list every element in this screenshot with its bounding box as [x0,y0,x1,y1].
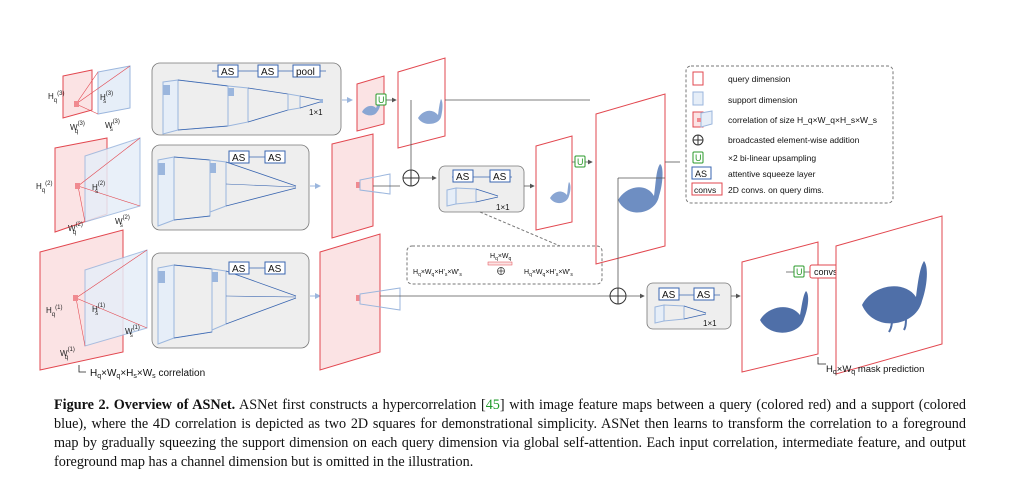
fusion2-as1: AS [662,290,676,301]
broadcast-left: Hq×Wq×H's×W's [413,269,462,278]
wq3-label: W(3)q [70,121,85,135]
upsample-1 [375,93,387,106]
oplus-1 [402,169,420,187]
fusion-block-2: AS AS 1×1 [646,282,732,330]
broadcast-right: Hq×Wq×H's×W's [524,269,573,278]
input-correlation-level1: Hq(1) W(1)q H(1)s W(1)s [39,229,148,371]
mask-prediction [835,215,943,375]
legend-item-4: ×2 bi-linear upsampling [728,153,816,163]
block2-as1: AS [232,153,246,164]
legend-item-1: support dimension [728,95,798,105]
svg-text:1×1: 1×1 [496,203,510,212]
svg-text:AS: AS [695,169,707,179]
svg-text:1×1: 1×1 [703,319,717,328]
feature-map-level2 [331,133,391,239]
legend-item-5: attentive squeeze layer [728,169,816,179]
broadcast-top: Hq×Wq [490,253,512,262]
wq2-label: W(2)q [68,222,83,236]
squeeze-block-level3: 1×1 AS AS pool [151,62,342,136]
mask-label: Hq×Wq mask prediction [826,364,924,376]
block1-as2: AS [261,67,275,78]
correlation-size-label: Hq×Wq×Hs×Ws correlation [90,368,205,380]
svg-text:convs: convs [814,267,838,277]
block3-as1: AS [232,264,246,275]
upsample-3 [793,265,805,278]
upsampled-map-level2 [595,93,666,265]
input-correlation-level2: Hq(2) W(2)q H(2)s W(2)s [36,137,141,236]
ws2-label: W(2)s [115,215,130,229]
fusion1-as2: AS [493,172,507,183]
legend-item-2: correlation of size H_q×W_q×H_s×W_s [728,115,877,125]
caption-label: Figure 2. Overview of ASNet. [54,397,236,413]
svg-text:U: U [577,157,584,167]
feature-map-fused-2 [535,135,573,231]
upsample-2 [574,155,586,168]
oplus-2 [609,287,627,305]
legend: query dimension support dimension correl… [685,65,894,204]
hq3-label: Hq(3) [48,91,64,104]
block1-pool: pool [296,67,315,78]
fusion2-as2: AS [697,290,711,301]
legend-support-swatch [692,91,704,106]
legend-item-0: query dimension [728,74,791,84]
legend-query-swatch [692,71,704,86]
citation-link[interactable]: 45 [485,397,500,413]
caption-text-2: ] with image feature maps between a quer… [54,397,966,470]
ws1-label: W(1)s [125,325,140,339]
hq2-label: Hq(2) [36,181,52,194]
final-feature-map [741,241,819,373]
block1-as1: AS [221,67,235,78]
fusion1-as1: AS [456,172,470,183]
squeeze-block-level2: AS AS [151,144,310,231]
feature-map-level3 [356,75,385,132]
ws3-label: W(3)s [105,119,120,133]
block2-as2: AS [268,153,282,164]
asnet-overview-diagram: Hq(3) W(3)q H(3)s W(3)s Hq(2) W(2)q H(2)… [36,57,943,380]
input-correlation-level3: Hq(3) W(3)q H(3)s W(3)s [48,65,131,135]
caption-text-1: ASNet first constructs a hypercorrelatio… [235,397,486,413]
svg-text:U: U [695,153,702,163]
figure-caption: Figure 2. Overview of ASNet. ASNet first… [54,396,966,472]
svg-text:U: U [378,95,385,105]
feature-map-level1 [319,233,401,371]
upsampled-map-level3 [397,57,446,149]
svg-text:convs: convs [694,185,716,195]
broadcast-note: Hq×Wq Hq×Wq×H's×W's Hq×Wq×H's×W's [406,211,603,285]
svg-text:U: U [796,267,803,277]
legend-item-3: broadcasted element-wise addition [728,135,860,145]
legend-item-6: 2D convs. on query dims. [728,185,824,195]
block3-as2: AS [268,264,282,275]
block1-out-label: 1×1 [309,108,323,117]
squeeze-block-level1: AS AS [151,252,310,349]
fusion-block-1: AS AS 1×1 [438,165,525,213]
